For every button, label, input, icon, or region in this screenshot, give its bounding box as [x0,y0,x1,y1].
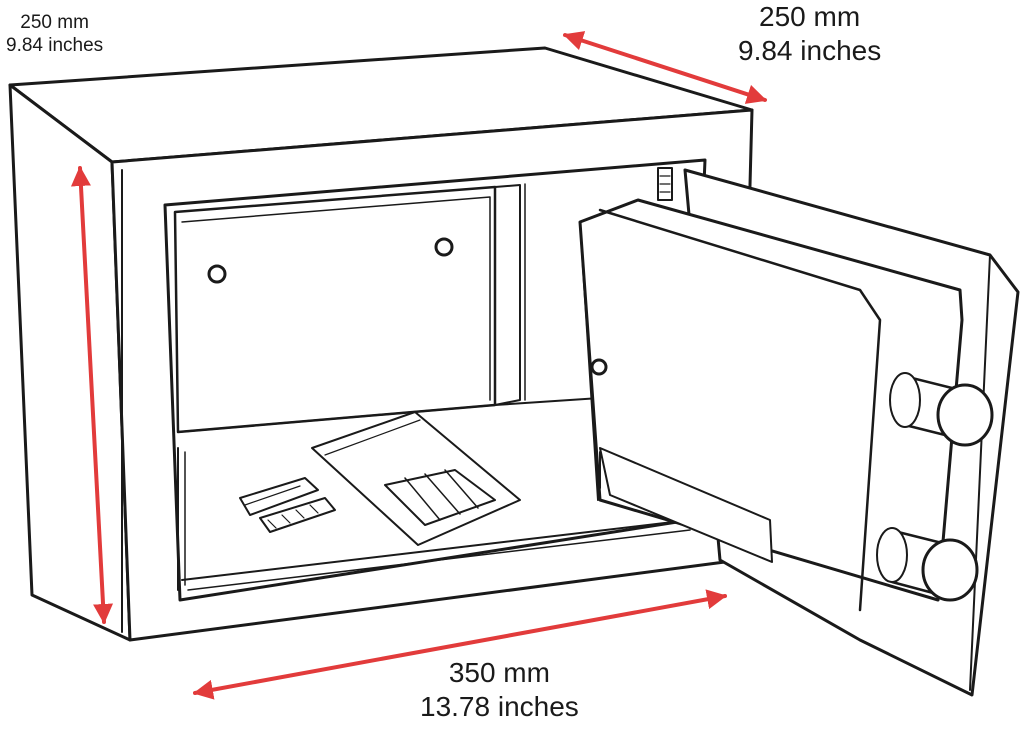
door-knob-top [889,372,994,447]
width-arrow [193,589,727,700]
override-keys [239,477,336,533]
battery-compartment [599,447,773,563]
door-hinge [657,167,673,201]
door-screw-hole [590,358,608,376]
bolt-hole-left [207,264,227,284]
width-inches: 13.78 inches [420,690,579,722]
bolt-hole-right [434,237,454,257]
width-dimension-label: 350 mm 13.78 inches [420,656,579,723]
height-inches: 9.84 inches [6,34,104,56]
height-arrow [70,166,114,624]
height-mm: 250 mm [20,12,89,33]
height-dimension-label: 250 mm 9.84 inches [6,12,103,58]
accessory-bag [311,411,521,546]
width-mm: 350 mm [448,657,550,688]
depth-dimension-label: 250 mm 9.84 inches [738,0,881,67]
door-knob-bottom [876,527,979,602]
depth-inches: 9.84 inches [738,34,882,66]
depth-arrow [563,31,767,104]
depth-mm: 250 mm [759,1,861,32]
